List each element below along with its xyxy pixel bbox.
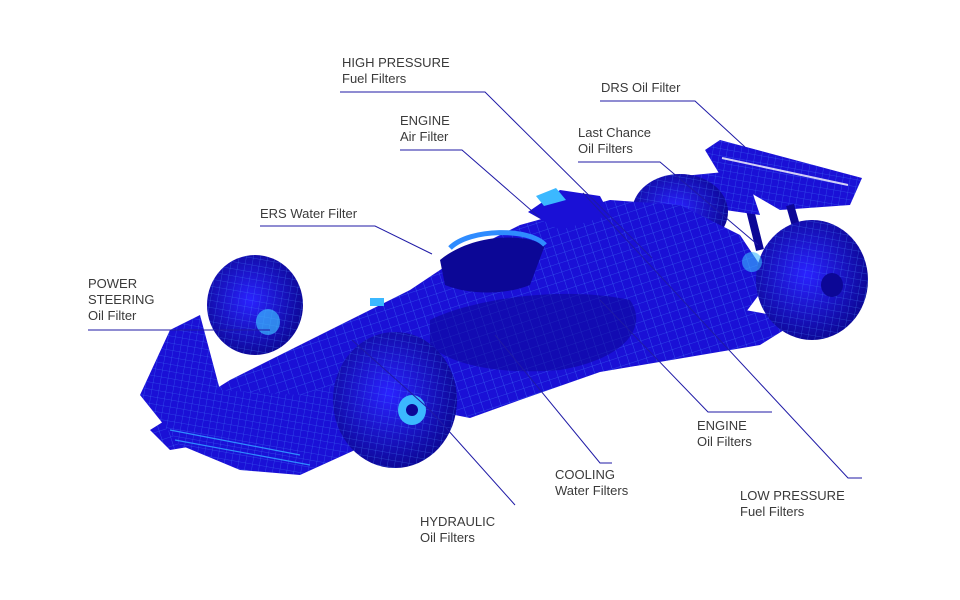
label-last-chance-line2: Oil Filters xyxy=(578,141,633,156)
label-power-steering-line1: POWER xyxy=(88,276,138,291)
label-drs-line1: DRS Oil Filter xyxy=(601,80,681,95)
label-high-pressure-line2: Fuel Filters xyxy=(342,71,407,86)
front-tyre-near xyxy=(333,332,457,468)
leader-hydraulic xyxy=(351,339,516,506)
label-hydraulic: HYDRAULIC Oil Filters xyxy=(420,514,495,546)
label-hydraulic-line2: Oil Filters xyxy=(420,530,475,545)
rear-tyre-near xyxy=(742,220,868,340)
label-hydraulic-line1: HYDRAULIC xyxy=(420,514,496,529)
label-ers-water-line1: ERS Water Filter xyxy=(260,206,358,221)
label-cooling: COOLING Water Filters xyxy=(555,467,628,499)
label-engine-air: ENGINE Air Filter xyxy=(400,113,450,145)
label-power-steering-line2: STEERING xyxy=(88,292,155,307)
leader-lines xyxy=(88,91,862,506)
label-last-chance-line1: Last Chance xyxy=(578,125,651,140)
label-engine-oil-line2: Oil Filters xyxy=(697,434,752,449)
label-cooling-line1: COOLING xyxy=(555,467,615,482)
label-power-steering: POWER STEERING Oil Filter xyxy=(88,276,154,324)
label-low-pressure-line2: Fuel Filters xyxy=(740,504,805,519)
front-tyre-far xyxy=(207,255,303,355)
label-low-pressure-line1: LOW PRESSURE xyxy=(740,488,845,503)
front-wing xyxy=(140,315,355,475)
label-drs: DRS Oil Filter xyxy=(601,80,680,96)
leader-cooling xyxy=(494,334,612,464)
leader-engine-air xyxy=(400,149,541,219)
label-ers-water: ERS Water Filter xyxy=(260,206,357,222)
leader-ers-water xyxy=(260,225,433,255)
label-high-pressure: HIGH PRESSURE Fuel Filters xyxy=(342,55,450,87)
label-last-chance: Last Chance Oil Filters xyxy=(578,125,651,157)
label-high-pressure-line1: HIGH PRESSURE xyxy=(342,55,450,70)
label-power-steering-line3: Oil Filter xyxy=(88,308,137,323)
label-engine-oil: ENGINE Oil Filters xyxy=(697,418,752,450)
leader-engine-oil xyxy=(599,299,772,413)
leader-drs xyxy=(600,100,746,148)
label-cooling-line2: Water Filters xyxy=(555,483,629,498)
label-low-pressure: LOW PRESSURE Fuel Filters xyxy=(740,488,845,520)
leader-low-pressure xyxy=(582,192,862,479)
label-engine-air-line1: ENGINE xyxy=(400,113,450,128)
label-engine-air-line2: Air Filter xyxy=(400,129,449,144)
label-engine-oil-line1: ENGINE xyxy=(697,418,747,433)
leader-high-pressure xyxy=(340,91,653,259)
leader-last-chance xyxy=(578,161,759,246)
chassis-body xyxy=(150,188,770,450)
